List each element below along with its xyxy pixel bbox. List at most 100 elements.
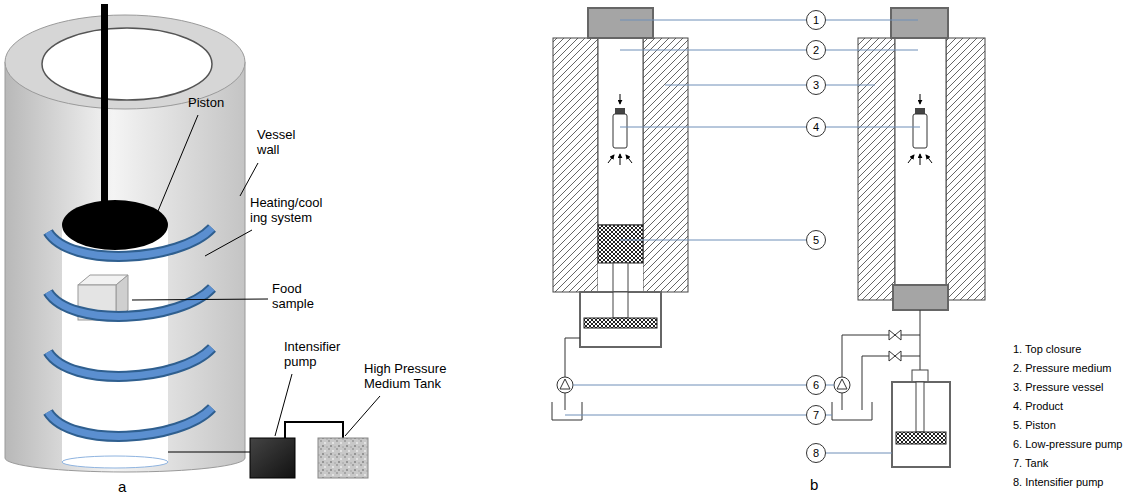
bottle-cap (615, 108, 625, 114)
part-label: Piston (188, 96, 224, 111)
pipe (920, 310, 921, 370)
leader-line (158, 115, 198, 211)
pressure-arrow (620, 154, 621, 165)
leader-line (620, 50, 806, 51)
legend-item: 8. Intensifier pump (1013, 476, 1104, 489)
bottle-body (613, 114, 627, 148)
legend-item: 6. Low-pressure pump (1013, 438, 1122, 451)
coil-turn (48, 288, 212, 316)
drive-cylinder (580, 292, 661, 347)
pressure-arrow (920, 94, 921, 104)
product-bottle (608, 94, 632, 165)
callout-circle: 3 (806, 75, 826, 95)
pipe (565, 393, 566, 410)
pressure-medium (598, 38, 643, 225)
pipe (565, 338, 580, 377)
leader-lines (132, 115, 380, 436)
leader-line (620, 240, 806, 241)
piston-head (62, 200, 168, 250)
leader-line (573, 385, 806, 386)
callout-number: 6 (813, 380, 819, 391)
vessel-wall (553, 38, 598, 292)
part-label: Intensifier pump (284, 340, 356, 370)
part-label: Food sample (272, 282, 332, 312)
pump-symbol (560, 379, 570, 389)
coil-turn (48, 228, 212, 256)
callout-number: 1 (813, 15, 819, 26)
coil-turn (48, 288, 212, 316)
leader-line (826, 20, 918, 21)
leader-line (275, 374, 292, 436)
leader-line (345, 396, 380, 436)
pressure-arrow (626, 155, 632, 163)
pressure-medium (895, 38, 946, 285)
callout-circle: 4 (806, 117, 826, 137)
pump-symbol (557, 377, 573, 393)
pressure-arrow (908, 155, 914, 163)
legend-item: 3. Pressure vessel (1013, 381, 1103, 394)
vessel-opening (42, 28, 212, 100)
leader-line (826, 385, 834, 386)
part-label: High Pressure Medium Tank (364, 362, 458, 392)
pressure-arrow (608, 155, 614, 163)
vessel-wall (946, 38, 985, 300)
vessel-wall (643, 38, 688, 292)
vessel-drawing (5, 4, 380, 478)
pipe (168, 452, 250, 453)
vessel-top (5, 15, 245, 109)
piston-rod (613, 292, 628, 318)
coil-turn (48, 228, 212, 256)
callout-circle: 6 (806, 375, 826, 395)
pipe (285, 422, 343, 438)
legend-item: 2. Pressure medium (1013, 362, 1111, 375)
medium-tank (318, 438, 368, 478)
coil-turn (48, 408, 212, 436)
leader-line (826, 85, 875, 86)
callout-number: 4 (813, 122, 819, 133)
bottle-cap (915, 108, 925, 114)
bottle-body (913, 114, 927, 148)
vessel-wall (858, 38, 895, 300)
pressure-arrow (926, 155, 932, 163)
leader-line (620, 127, 806, 128)
pressure-arrow (620, 94, 621, 104)
callout-number: 5 (813, 235, 819, 246)
coil-turn (48, 348, 212, 376)
vessel-bore (598, 263, 643, 292)
vessel-wall (5, 62, 245, 472)
leader-line (826, 453, 892, 454)
callout-circle: 7 (806, 405, 826, 425)
intensifier-vessel (832, 8, 985, 467)
bottom-closure (893, 285, 948, 310)
tank-symbol (832, 402, 872, 420)
callout-number: 3 (813, 80, 819, 91)
top-closure (588, 8, 653, 38)
callout-number: 2 (813, 45, 819, 56)
piston-rod (101, 4, 108, 226)
intensifier-neck (912, 370, 928, 382)
leader-line (826, 50, 918, 51)
heating-coil (48, 228, 212, 436)
callout-leaders (565, 20, 920, 453)
leader-line (565, 415, 806, 416)
callout-number: 7 (813, 410, 819, 421)
piston-vessel (552, 8, 688, 420)
legend-item: 7. Tank (1013, 457, 1048, 470)
coil-turn (48, 408, 212, 436)
part-label: Heating/cool ing system (250, 196, 332, 226)
panel-letter: b (810, 476, 818, 493)
intensifier-pump (250, 438, 295, 478)
leader-line (620, 20, 806, 21)
leader-line (240, 163, 258, 196)
leader-line (826, 127, 920, 128)
legend-item: 5. Piston (1013, 419, 1056, 432)
legend-item: 4. Product (1013, 400, 1063, 413)
tank-symbol (552, 402, 582, 420)
piston (598, 225, 643, 263)
chamber-bottom (62, 456, 168, 468)
callout-circle: 1 (806, 10, 826, 30)
intensifier-rod (916, 382, 924, 432)
piston-rod (613, 263, 628, 292)
intensifier-piston (896, 432, 946, 444)
valve-symbol (889, 351, 901, 361)
